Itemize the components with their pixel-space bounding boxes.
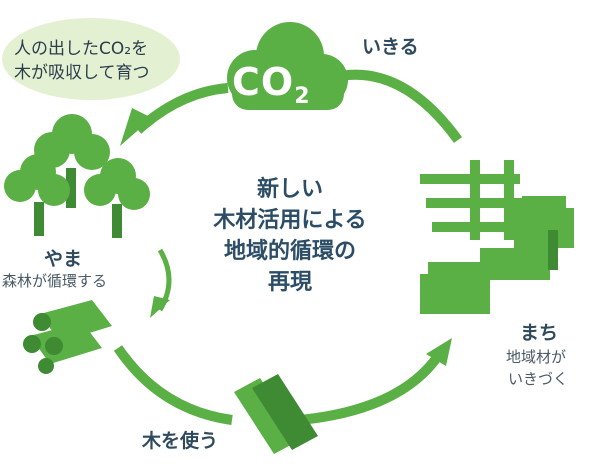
center-line-3: 地域的循環の [223,239,356,264]
co2-cloud-icon [227,22,348,110]
arrowhead-top-left [120,108,152,146]
co2-label: CO2 [232,60,311,109]
logs-icon [23,300,112,374]
forest-trees-icon [4,114,150,238]
lumber-boards-icon [234,374,318,454]
label-kiwotsukau: 木を使う [142,430,219,452]
label-ikiru: いきる [362,36,419,58]
arrow-bottom-left [113,345,233,425]
bubble-line-2: 木が吸収して育つ [14,63,150,83]
co2-subscript: 2 [294,84,311,109]
arrowhead-left [150,296,170,318]
center-line-4: 再現 [267,270,312,295]
center-line-2: 木材活用による [213,208,367,233]
furniture-icon [420,160,574,314]
bubble-line-1: 人の出したCO₂を [14,39,149,59]
arrow-top-left [134,83,229,134]
arrowhead-bottom-right [426,338,452,366]
arrow-top [328,69,463,143]
center-line-1: 新しい [256,177,323,202]
label-machi-sub1: 地域材が [506,348,567,366]
label-yama: やま [44,248,83,270]
label-yama-sub: 森林が循環する [2,272,108,290]
speech-bubble [2,18,180,100]
label-machi: まち [520,322,559,344]
arrow-bottom-right [299,353,443,425]
label-machi-sub2: いきづく [508,370,569,388]
center-title: 新しい 木材活用による 地域的循環の 再現 [190,174,390,298]
co2-main-text: CO [232,60,295,104]
